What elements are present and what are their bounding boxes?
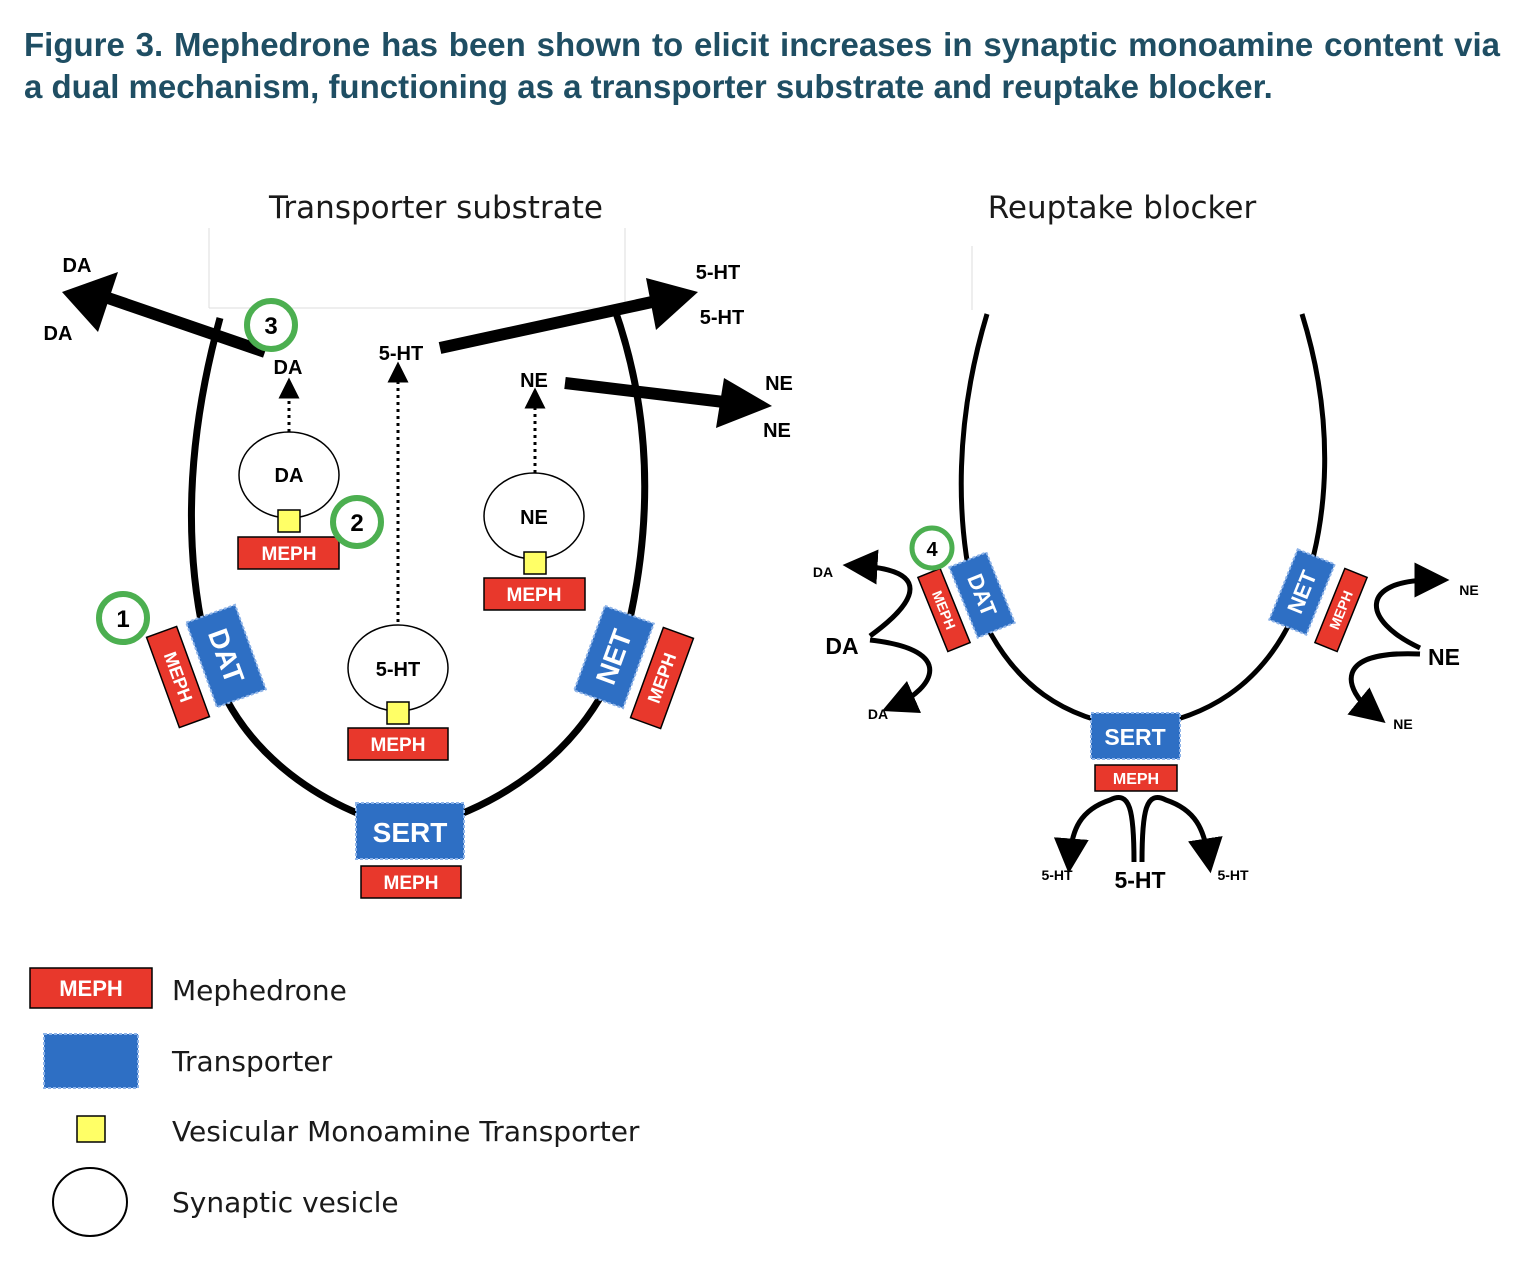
ne-vesicle-label: NE (520, 507, 548, 529)
ne-release-arrow (564, 377, 772, 428)
meph-sert-left-label: MEPH (384, 873, 439, 894)
step-marker-2: 2 (330, 495, 384, 549)
ne-label-blocker-up: NE (1459, 582, 1478, 598)
da-vesicle-label: DA (275, 465, 304, 487)
step-marker-3: 3 (244, 298, 298, 352)
legend-vmat-swatch (76, 1115, 106, 1143)
left-panel-title: Transporter substrate (268, 190, 603, 226)
ne-label-cytosol: NE (520, 370, 548, 392)
sert-transporter-left (355, 802, 465, 860)
ht-blocked-arrow-left (1053, 795, 1137, 874)
ne-label-blocker-down: NE (1393, 716, 1412, 732)
ht-label-blocker-left: 5-HT (1041, 867, 1073, 883)
svg-text:1: 1 (116, 606, 129, 633)
ht-vesicle-label: 5-HT (376, 659, 420, 681)
legend-transporter-swatch (43, 1033, 139, 1089)
ne-blocked-arrow-up (1374, 562, 1450, 651)
legend-vmat-label: Vesicular Monoamine Transporter (172, 1115, 640, 1148)
da-blocked-arrow-down (869, 637, 933, 714)
figure-caption: Figure 3. Mephedrone has been shown to e… (24, 26, 1500, 105)
legend-vesicle-swatch (52, 1167, 128, 1237)
ht-label-blocker-main: 5-HT (1114, 867, 1165, 893)
da-label-out-1: DA (63, 255, 92, 277)
ht-label-out-2: 5-HT (700, 307, 744, 329)
da-label-blocker-main: DA (825, 633, 858, 659)
legend-meph-label: Mephedrone (172, 974, 347, 1007)
legend-meph-swatch-label: MEPH (59, 976, 123, 1001)
svg-text:4: 4 (926, 539, 938, 561)
ne-label-blocker-main: NE (1428, 644, 1460, 670)
da-label-out-2: DA (44, 323, 73, 345)
ne-label-out-2: NE (763, 420, 791, 442)
ht-blocked-arrow-right (1139, 795, 1223, 874)
panel-frame-lines (208, 228, 973, 310)
meph-sert-right-label: MEPH (1113, 771, 1159, 788)
ne-vmat-square (523, 551, 547, 575)
da-release-arrow (62, 272, 267, 358)
meph-ht-vesicle-label: MEPH (371, 735, 426, 756)
sert-transporter-right (1090, 712, 1181, 760)
svg-text:3: 3 (264, 313, 277, 340)
ht-label-out-1: 5-HT (696, 262, 740, 284)
da-blocked-arrow-up (842, 549, 913, 639)
right-panel-title: Reuptake blocker (988, 190, 1257, 226)
da-label-blocker-down: DA (868, 706, 888, 722)
legend-vesicle-label: Synaptic vesicle (172, 1186, 399, 1219)
legend: MEPH Mephedrone Transporter Vesicular Mo… (29, 967, 640, 1237)
net-transporter-left: NET (572, 604, 656, 710)
meph-sert-left (360, 865, 462, 899)
meph-net-right: MEPH (1313, 567, 1369, 653)
da-label-blocker-up: DA (813, 564, 833, 580)
ne-blocked-arrow-down (1347, 651, 1421, 724)
meph-da-vesicle (237, 536, 340, 570)
da-label-cytosol: DA (274, 357, 303, 379)
dat-transporter-left: DAT (184, 603, 268, 709)
meph-ht-vesicle (347, 727, 449, 761)
net-transporter-right: NET (1267, 547, 1337, 637)
svg-text:2: 2 (350, 510, 363, 537)
ht-release-arrow (438, 278, 698, 354)
meph-ne-vesicle-label: MEPH (507, 585, 562, 606)
ne-label-out-1: NE (765, 373, 793, 395)
step-marker-1: 1 (96, 591, 150, 645)
ht-vmat-square (386, 701, 410, 725)
meph-net-left: MEPH (629, 626, 695, 730)
sert-label-left: SERT (373, 817, 448, 848)
meph-sert-right (1094, 764, 1178, 792)
ht-label-blocker-right: 5-HT (1217, 867, 1249, 883)
meph-ne-vesicle (483, 577, 586, 611)
ht-label-cytosol: 5-HT (379, 343, 423, 365)
legend-transporter-label: Transporter (171, 1045, 333, 1078)
step-marker-4: 4 (909, 525, 955, 571)
legend-meph-swatch (29, 967, 153, 1009)
da-vmat-square (277, 509, 301, 533)
dat-transporter-right: DAT (947, 550, 1017, 640)
presynaptic-membrane-right (958, 313, 1328, 731)
meph-da-vesicle-label: MEPH (262, 544, 317, 565)
sert-label-right: SERT (1104, 724, 1165, 750)
